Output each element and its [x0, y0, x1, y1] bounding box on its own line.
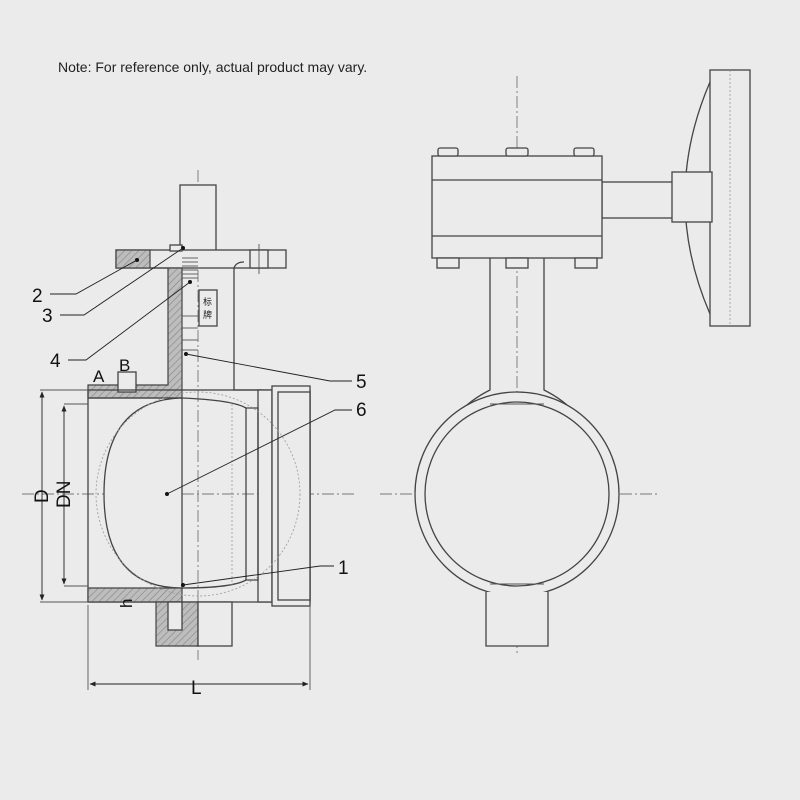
end-view [380, 69, 751, 655]
nameplate [198, 289, 218, 327]
end-body-inner [424, 401, 610, 587]
groove-ring-inner [257, 389, 273, 603]
handwheel-shaft [601, 181, 675, 219]
bottom-boss-bore [167, 601, 183, 631]
end-collar-inner [277, 391, 311, 601]
end-bottom-boss [485, 592, 549, 647]
bottom-boss-right [197, 601, 233, 647]
end-neck-left [457, 258, 491, 415]
gearbox-bolt-1 [437, 147, 459, 157]
dim-L-label: L [191, 678, 202, 699]
dim-D-label: D [32, 489, 53, 503]
callout-4: 4 [50, 351, 61, 372]
disc-seat [181, 397, 259, 589]
nameplate-char-1: 标 [203, 296, 212, 308]
reference-note: Note: For reference only, actual product… [58, 59, 367, 75]
neck-fillet [233, 261, 245, 269]
neck-right-edge [233, 268, 262, 391]
end-neck-right [543, 258, 577, 415]
packing-rings [182, 257, 198, 351]
gearbox [431, 155, 603, 259]
dim-DN-label: DN [54, 481, 75, 508]
disc-half [103, 397, 183, 589]
gearbox-bolt-2 [505, 147, 529, 157]
callout-3: 3 [42, 306, 53, 327]
dim-h-label: h [117, 599, 136, 608]
callout-1: 1 [338, 558, 349, 579]
callout-6: 6 [356, 400, 367, 421]
boss-B [117, 371, 137, 393]
gearbox-nut-1 [436, 257, 460, 269]
section-view: 标 牌 [22, 170, 355, 660]
end-body-outer [414, 391, 620, 597]
gearbox-nut-3 [574, 257, 598, 269]
callout-2: 2 [32, 286, 43, 307]
callout-5: 5 [356, 372, 367, 393]
dim-A-label: A [93, 367, 105, 386]
callouts: 2 3 4 5 6 1 [32, 246, 367, 587]
gearbox-nut-2 [505, 257, 529, 269]
nameplate-char-2: 牌 [203, 309, 212, 321]
shaft-hub [671, 171, 713, 223]
flange-hatch-left [115, 249, 151, 269]
dimensions: D DN L A B h [32, 356, 311, 699]
disc-hidden-outline [95, 391, 301, 597]
gearbox-bolt-3 [573, 147, 595, 157]
stem [179, 184, 217, 252]
dim-B-label: B [119, 356, 130, 375]
